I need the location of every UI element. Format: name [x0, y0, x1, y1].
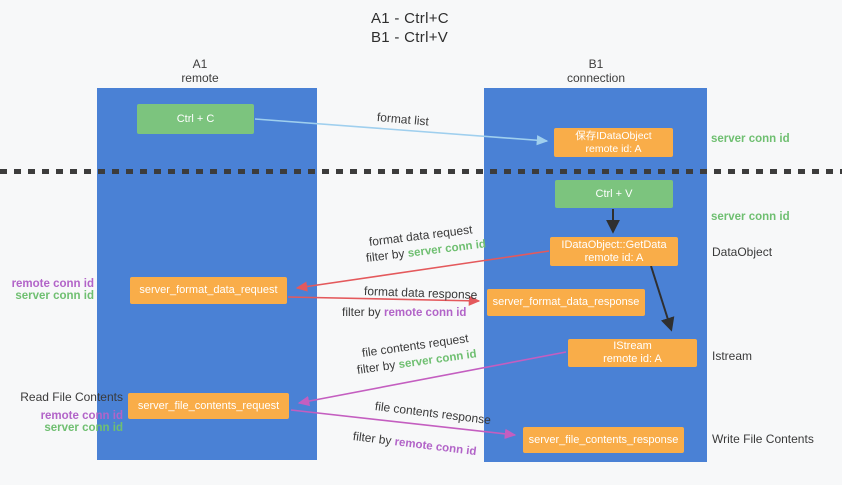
right-label-write-file-contents: Write File Contents: [712, 432, 814, 446]
node-save-idataobject-line1: 保存IDataObject: [575, 129, 652, 142]
node-server-file-contents-response-label: server_file_contents_response: [528, 433, 679, 446]
filter-by-text: filter by: [356, 357, 400, 377]
node-save-idataobject-line2: remote id: A: [585, 142, 642, 155]
column-header-b1: B1 connection: [536, 57, 656, 85]
left-label-read-file-contents: Read File Contents: [20, 390, 123, 404]
remote-conn-id-text: remote conn id: [393, 436, 478, 459]
title-line-1: A1 - Ctrl+C: [371, 10, 449, 27]
node-ctrl-v-label: Ctrl + V: [595, 187, 633, 200]
node-ctrl-c-label: Ctrl + C: [176, 112, 215, 125]
left-label-conn-ids-bottom: remote conn id server conn id: [0, 410, 123, 434]
node-istream: IStream remote id: A: [568, 339, 697, 367]
filter-by-text: filter by: [352, 429, 396, 449]
session-divider-dashed-line: [0, 169, 842, 174]
node-istream-line1: IStream: [613, 340, 652, 352]
right-label-server-conn-id-mid: server conn id: [711, 211, 790, 223]
column-b1-name: B1: [588, 57, 604, 71]
node-istream-line2: remote id: A: [603, 353, 662, 365]
diagram-title: A1 - Ctrl+C B1 - Ctrl+V: [371, 9, 449, 47]
label-file-contents-response: file contents response: [374, 399, 492, 428]
node-server-file-contents-request: server_file_contents_request: [128, 393, 289, 419]
node-ctrl-c: Ctrl + C: [137, 104, 254, 134]
column-a1-subtitle: remote: [181, 71, 219, 85]
node-getdata-line2: remote id: A: [584, 251, 644, 264]
column-b1-subtitle: connection: [566, 71, 626, 85]
remote-conn-id-text: remote conn id: [384, 307, 467, 319]
node-getdata-line1: IDataObject::GetData: [561, 238, 667, 251]
filter-by-text: filter by: [342, 305, 385, 319]
left-remote-conn-id-2: remote conn id: [40, 410, 123, 422]
left-server-conn-id-2: server conn id: [44, 422, 123, 434]
column-a1-name: A1: [192, 57, 208, 71]
node-server-file-contents-response: server_file_contents_response: [523, 427, 684, 453]
right-label-dataobject: DataObject: [712, 245, 773, 259]
label-format-data-response: format data response: [363, 284, 478, 302]
right-label-server-conn-id-top: server conn id: [711, 133, 790, 145]
left-remote-conn-id-1: remote conn id: [11, 278, 94, 290]
column-header-a1: A1 remote: [140, 57, 260, 85]
node-server-format-data-request-label: server_format_data_request: [139, 284, 278, 296]
node-server-file-contents-request-label: server_file_contents_request: [137, 399, 280, 412]
node-save-idataobject: 保存IDataObject remote id: A: [554, 128, 673, 157]
label-filter-by-remote-conn-id-2: filter by remote conn id: [352, 429, 477, 458]
label-format-list: format list: [376, 110, 430, 129]
node-ctrl-v: Ctrl + V: [555, 180, 673, 208]
title-line-2: B1 - Ctrl+V: [371, 29, 449, 46]
node-server-format-data-request: server_format_data_request: [130, 277, 287, 304]
node-getdata: IDataObject::GetData remote id: A: [550, 237, 678, 266]
left-label-conn-ids-top: remote conn id server conn id: [0, 278, 94, 302]
label-filter-by-remote-conn-id-1: filter by remote conn id: [342, 305, 466, 319]
left-server-conn-id-1: server conn id: [15, 290, 94, 302]
filter-by-text: filter by: [365, 245, 409, 265]
node-server-format-data-response-label: server_format_data_response: [492, 296, 640, 308]
node-server-format-data-response: server_format_data_response: [487, 289, 645, 316]
right-label-istream: Istream: [712, 349, 753, 363]
